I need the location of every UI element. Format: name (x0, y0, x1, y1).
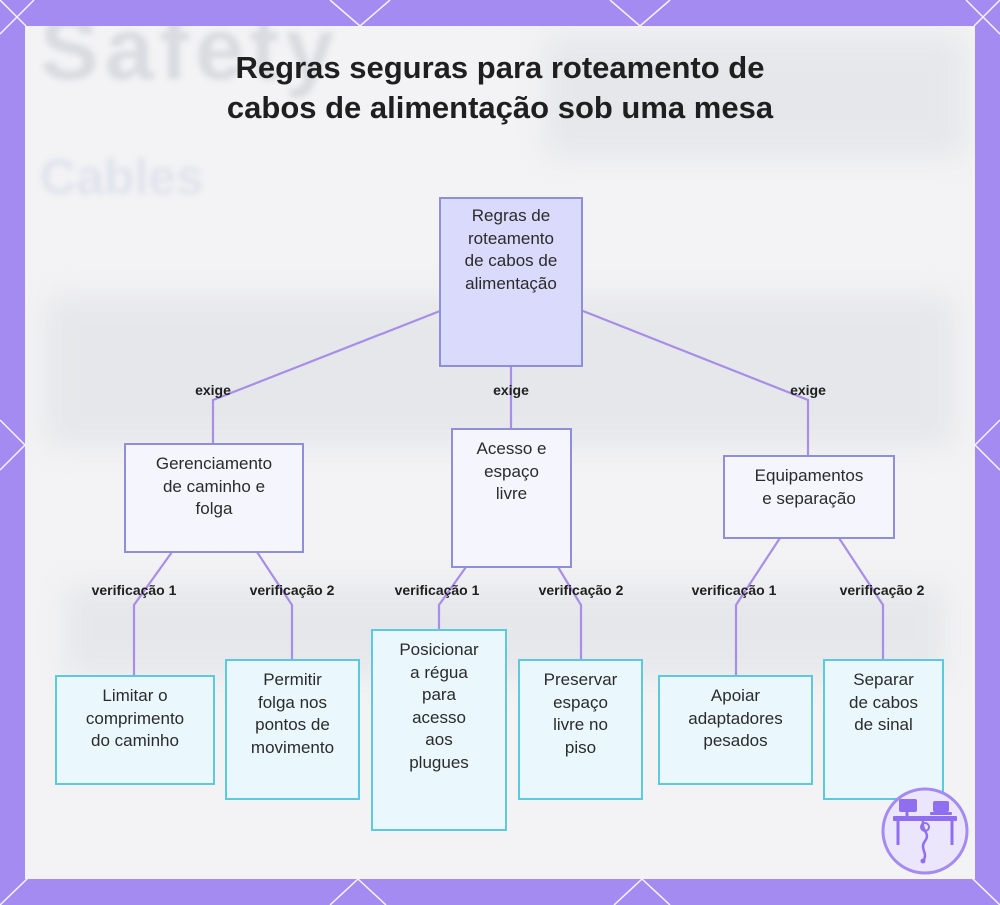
leaf-node-text: Limitar o comprimento do caminho (86, 685, 184, 753)
edge-label-requires: exige (195, 382, 231, 398)
leaf-node-preserve-floor: Preservar espaço livre no piso (518, 659, 643, 800)
edge-label-check-2: verificação 2 (250, 582, 335, 598)
leaf-node-separate-signal: Separar de cabos de sinal (823, 659, 944, 800)
connector-branch-3-leaf-1 (736, 538, 780, 675)
branch-node-text: Equipamentos e separação (755, 465, 864, 510)
connector-branch-1-leaf-2 (257, 552, 292, 659)
leaf-node-text: Permitir folga nos pontos de movimento (251, 669, 334, 759)
leaf-node-text: Separar de cabos de sinal (849, 669, 918, 737)
leaf-node-limit-length: Limitar o comprimento do caminho (55, 675, 215, 785)
edge-label-check-1: verificação 1 (92, 582, 177, 598)
branch-node-text: Gerenciamento de caminho e folga (156, 453, 272, 521)
root-node-text: Regras de roteamento de cabos de aliment… (465, 205, 558, 295)
leaf-node-allow-slack: Permitir folga nos pontos de movimento (225, 659, 360, 800)
leaf-node-position-strip: Posicionar a régua para acesso aos plugu… (371, 629, 507, 831)
desk-cable-logo-icon (881, 787, 969, 875)
leaf-node-text: Preservar espaço livre no piso (544, 669, 618, 759)
edge-label-check-2: verificação 2 (840, 582, 925, 598)
connector-branch-1-leaf-1 (134, 552, 172, 675)
edge-label-check-1: verificação 1 (395, 582, 480, 598)
connector-branch-2-leaf-2 (558, 567, 581, 659)
connector-root-branch-1 (213, 311, 440, 443)
leaf-node-support-adapters: Apoiar adaptadores pesados (658, 675, 813, 785)
branch-node-path-slack: Gerenciamento de caminho e folga (124, 443, 304, 553)
edge-label-requires: exige (493, 382, 529, 398)
branch-node-equipment-separation: Equipamentos e separação (723, 455, 895, 539)
leaf-node-text: Posicionar a régua para acesso aos plugu… (399, 639, 478, 774)
connector-branch-3-leaf-2 (839, 538, 883, 659)
connector-branch-2-leaf-1 (439, 567, 466, 629)
branch-node-access-space: Acesso e espaço livre (451, 428, 572, 568)
leaf-node-text: Apoiar adaptadores pesados (688, 685, 783, 753)
edge-label-requires: exige (790, 382, 826, 398)
root-node: Regras de roteamento de cabos de aliment… (439, 197, 583, 367)
branch-node-text: Acesso e espaço livre (477, 438, 547, 506)
connector-root-branch-3 (583, 311, 808, 455)
edge-label-check-2: verificação 2 (539, 582, 624, 598)
edge-label-check-1: verificação 1 (692, 582, 777, 598)
